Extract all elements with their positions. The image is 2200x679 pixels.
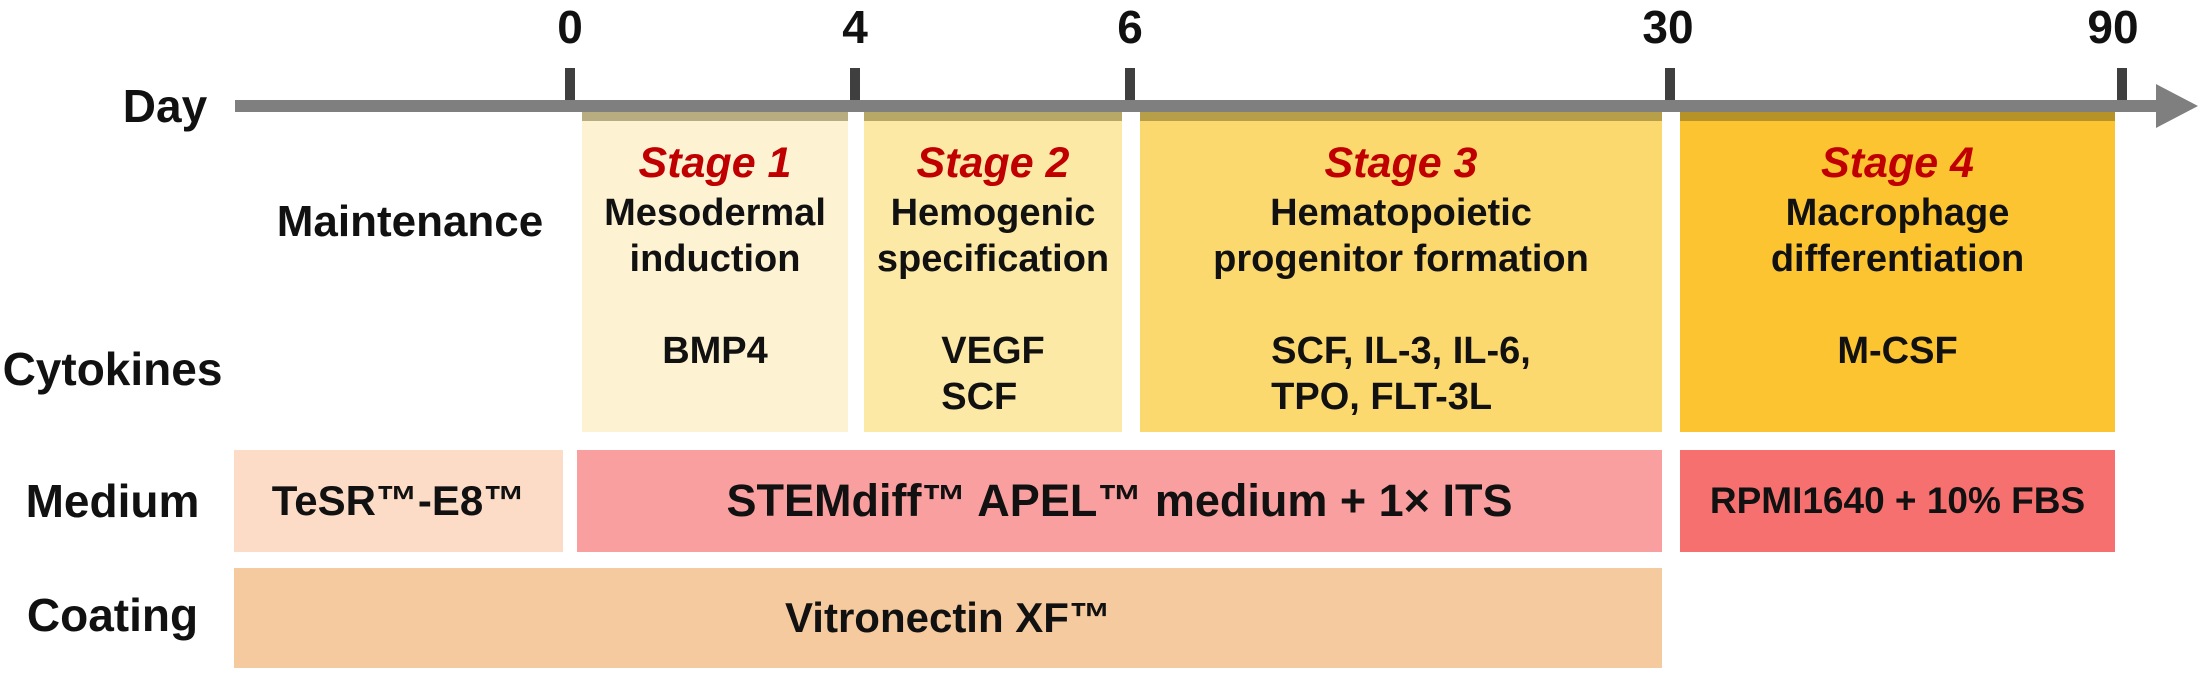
stage1-name-line1: Mesodermal [604, 192, 826, 234]
tesr-medium-box: TeSR™-E8™ [234, 450, 563, 552]
stage3-box: Stage 3 Hematopoietic progenitor formati… [1140, 112, 1662, 432]
stage1-name-line2: induction [629, 238, 801, 280]
day-axis-label: Day [122, 80, 208, 132]
stage4-box: Stage 4 Macrophage differentiation M-CSF [1680, 112, 2115, 432]
stage2-box: Stage 2 Hemogenic specification VEGF SCF [864, 112, 1122, 432]
stage2-cytokines-line1: VEGF [941, 330, 1045, 372]
coating-row-label: Coating [26, 589, 199, 641]
stage2-name-line2: specification [876, 238, 1110, 280]
tick-day-30 [1665, 68, 1675, 100]
stage3-name-line1: Hematopoietic [1270, 192, 1532, 234]
stage1-cytokines: BMP4 [662, 330, 768, 372]
vitronectin-coating-box: Vitronectin XF™ [234, 568, 1662, 668]
tick-day-6 [1125, 68, 1135, 100]
stage4-name-line1: Macrophage [1785, 192, 2010, 234]
stage3-name-line2: progenitor formation [1213, 238, 1589, 280]
stage3-title: Stage 3 [1324, 139, 1478, 187]
maintenance-phase-label: Maintenance [276, 197, 544, 246]
stage4-name-line2: differentiation [1770, 238, 2025, 280]
timeline-arrowhead-icon [2156, 84, 2198, 128]
tick-label-30: 30 [1642, 1, 1694, 53]
timeline-axis-line [235, 100, 2160, 112]
stage3-cytokines-line2: TPO, FLT-3L [1271, 376, 1493, 418]
stage2-title: Stage 2 [916, 139, 1070, 187]
stage1-title: Stage 1 [638, 139, 792, 187]
tick-label-0: 0 [557, 1, 583, 53]
stage4-cytokines: M-CSF [1837, 330, 1958, 372]
medium-row-label: Medium [25, 475, 200, 527]
tick-label-6: 6 [1117, 1, 1143, 53]
stage3-cytokines-line1: SCF, IL-3, IL-6, [1271, 330, 1531, 372]
stage2-cytokines-line2: SCF [941, 376, 1018, 418]
tick-day-90 [2117, 68, 2127, 100]
tick-day-4 [850, 68, 860, 100]
tick-day-0 [565, 68, 575, 100]
cytokines-row-label: Cytokines [2, 343, 223, 395]
stage1-box: Stage 1 Mesodermal induction BMP4 [582, 112, 848, 432]
stage2-name-line1: Hemogenic [890, 192, 1096, 234]
rpmi-medium-box: RPMI1640 + 10% FBS [1680, 450, 2115, 552]
stemdiff-medium-box: STEMdiff™ APEL™ medium + 1× ITS [577, 450, 1662, 552]
tick-label-4: 4 [842, 1, 868, 53]
stage4-title: Stage 4 [1821, 139, 1974, 187]
tick-label-90: 90 [2087, 1, 2139, 53]
